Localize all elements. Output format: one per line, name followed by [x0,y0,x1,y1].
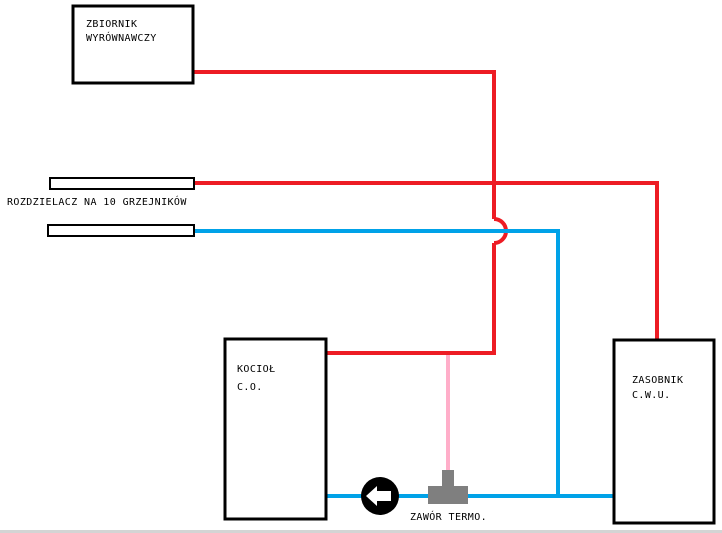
storage-tank-label-2: C.W.U. [632,390,671,401]
distributor-label: ROZDZIELACZ NA 10 GRZEJNIKÓW [7,195,187,208]
return-pipe-distributor [194,229,560,496]
expansion-tank-label-2: WYRÓWNAWCZY [86,31,157,44]
boiler-label-1: KOCIOŁ [237,364,276,375]
expansion-tank [71,4,195,85]
thermo-valve-icon [428,470,468,504]
boiler [223,337,328,521]
left-arrow-pump-icon [361,477,399,515]
supply-pipe-tank [193,70,496,219]
distributor-return-bar [47,224,195,237]
supply-pipe-distributor [194,181,659,340]
supply-pipes [193,70,659,355]
expansion-tank-label-1: ZBIORNIK [86,19,137,30]
storage-tank-label-1: ZASOBNIK [632,375,683,386]
distributor-supply-bar [49,177,195,190]
supply-pipe-boiler [326,243,496,355]
bottom-strip [0,530,722,533]
boiler-label-2: C.O. [237,382,263,393]
storage-tank [612,338,716,525]
valve-label: ZAWÓR TERMO. [410,510,487,523]
